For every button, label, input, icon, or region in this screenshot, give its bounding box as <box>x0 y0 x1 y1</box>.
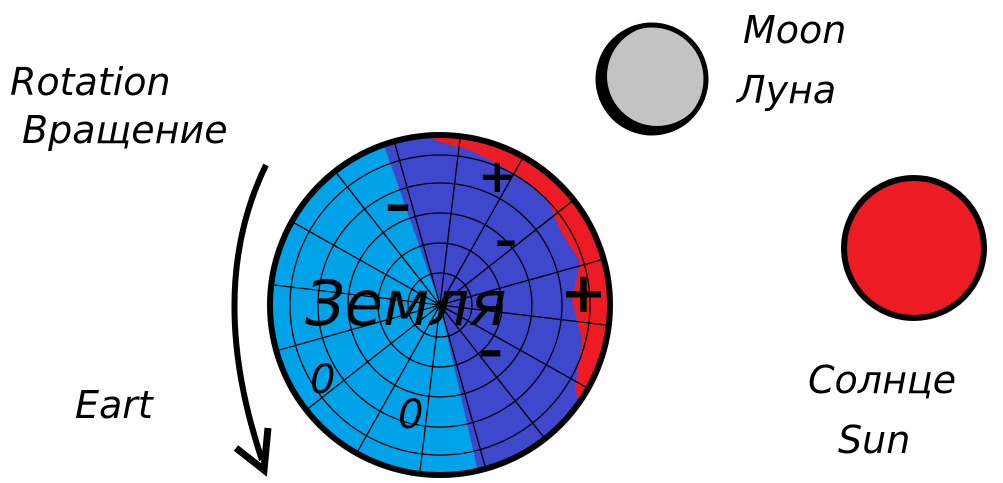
rotation-arrow-shaft <box>234 165 266 460</box>
sun-label-ru: Солнце <box>808 358 956 402</box>
charge-plus-top: + <box>478 149 517 203</box>
moon-label-ru: Луна <box>735 68 836 112</box>
sun <box>844 178 984 318</box>
sun-label-en: Sun <box>838 418 910 462</box>
zero-left: 0 <box>310 357 335 403</box>
rotation-label-en: Rotation <box>10 60 171 104</box>
zero-bottom: 0 <box>398 392 423 438</box>
earth-label-ru: Земля <box>305 267 507 340</box>
charge-minus-upper: – <box>495 215 517 266</box>
rotation-arrow <box>234 165 268 470</box>
charge-minus-left: – <box>385 175 411 235</box>
earth-label-en: Eart <box>75 383 155 427</box>
charge-plus-right: + <box>560 261 607 326</box>
sun-body <box>844 178 984 318</box>
rotation-label-ru: Вращение <box>22 108 228 152</box>
moon-label-en: Moon <box>743 8 846 52</box>
moon <box>598 25 707 133</box>
